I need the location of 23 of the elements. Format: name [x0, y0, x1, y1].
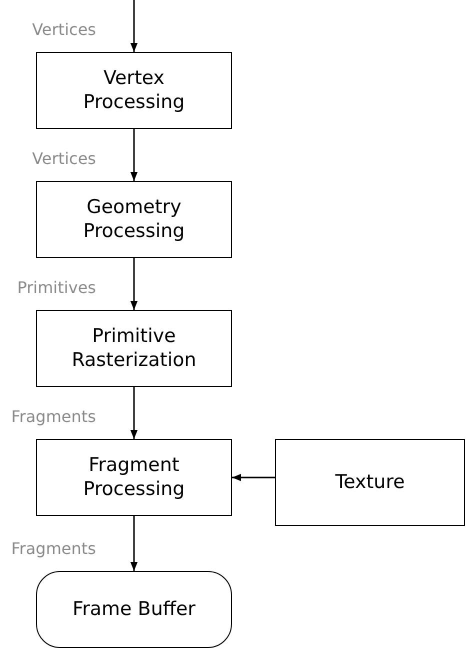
node-label: Vertex Processing — [82, 66, 186, 114]
arrow — [130, 258, 138, 310]
arrow — [130, 129, 138, 181]
arrow — [130, 387, 138, 439]
edge-label: Fragments — [11, 407, 96, 426]
node-label: Primitive Rasterization — [70, 324, 198, 372]
process-box — [275, 439, 465, 526]
node-label: Fragment Processing — [82, 454, 186, 502]
node-label: Frame Buffer — [72, 598, 196, 622]
node-label: Geometry Processing — [82, 196, 186, 244]
process-box — [36, 181, 232, 258]
arrow — [130, 516, 138, 571]
edge-label: Fragments — [11, 539, 96, 558]
arrow — [232, 474, 275, 482]
edge-label: Vertices — [32, 149, 96, 168]
process-box — [36, 52, 232, 129]
arrow — [130, 0, 138, 52]
process-box — [36, 310, 232, 387]
edge-label: Vertices — [32, 20, 96, 39]
edge-label: Primitives — [17, 278, 96, 297]
node-label: Texture — [335, 470, 405, 494]
terminal-box — [36, 571, 232, 648]
process-box — [36, 439, 232, 516]
